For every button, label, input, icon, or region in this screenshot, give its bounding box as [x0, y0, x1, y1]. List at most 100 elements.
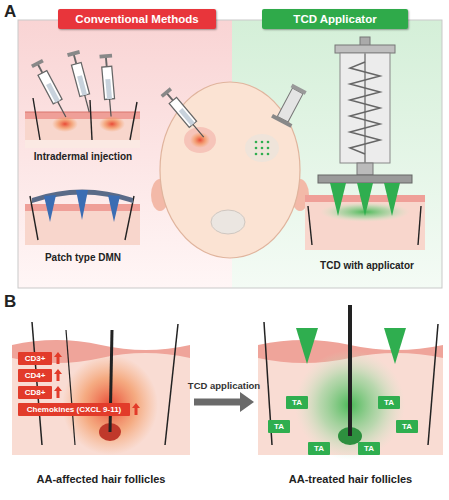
applicator-device-shape [330, 183, 346, 216]
intradermal-skin-shape [99, 116, 125, 132]
drug-tag: TA [308, 442, 330, 455]
increase-arrow-shape [54, 352, 62, 364]
patch-dmn-skin-shape [30, 196, 38, 240]
marker-tag: CD8+ [18, 386, 52, 399]
intradermal-skin-shape [31, 59, 71, 120]
drug-tag: TA [268, 420, 290, 433]
affected-skin-shape [66, 330, 75, 445]
node-text: TA [358, 442, 380, 455]
treated-skin [258, 305, 443, 460]
panel-letter: B [4, 292, 24, 312]
node-text: TA [286, 396, 308, 409]
drug-tag: TA [378, 396, 400, 409]
panel-letter: A [4, 2, 24, 22]
increase-arrow [54, 386, 62, 398]
node-text: CD8+ [18, 386, 52, 399]
intradermal-skin-shape [67, 50, 95, 114]
intradermal-skin-shape [25, 112, 140, 113]
increase-arrow [132, 403, 140, 415]
affected-skin-shape [165, 324, 178, 445]
affected-skin-shape [12, 350, 190, 455]
head-shape [267, 141, 270, 144]
intradermal-skin-shape [25, 112, 140, 119]
head-shape [261, 147, 264, 150]
affected-skin [12, 322, 190, 455]
head-shape [261, 141, 264, 144]
method-header: Conventional Methods [58, 9, 216, 29]
head-shape-shape [291, 84, 307, 95]
increase-arrow-shape [54, 369, 62, 381]
node-text: Chemokines (CXCL 9-11) [18, 403, 130, 416]
applicator-device-shape [335, 45, 395, 53]
node-text: AA-treated hair follicles [258, 472, 443, 486]
node-text: Conventional Methods [58, 9, 216, 29]
applicator-device-shape [308, 206, 312, 245]
skin-panel: AA-affected hair follicles CD3+ CD4+ CD8+ Ch… [12, 318, 190, 486]
applicator-device-shape [357, 163, 373, 175]
head-shape [184, 127, 216, 153]
applicator-device-shape [384, 183, 400, 216]
head-shape-shape [271, 114, 292, 128]
panel-a-background-shape [18, 20, 442, 288]
marker-tag: Chemokines (CXCL 9-11) [18, 403, 130, 416]
increase-arrow [54, 369, 62, 381]
head [151, 82, 309, 258]
intradermal-skin-shape [25, 140, 140, 148]
flow-arrow-head [240, 392, 254, 412]
head-shape [267, 147, 270, 150]
head-shape [255, 141, 258, 144]
method-label: Intradermal injection [18, 151, 148, 162]
applicator-device [305, 37, 425, 250]
edge-label: TCD application [188, 380, 260, 391]
head-shape-shape [277, 88, 303, 122]
intradermal-skin-shape [99, 54, 117, 117]
flow-arrow [194, 392, 254, 412]
affected-skin-shape [110, 330, 112, 432]
intradermal-skin-shape [52, 116, 78, 132]
treated-skin-shape [296, 328, 318, 364]
drug-tag: TA [396, 420, 418, 433]
flow-arrow-shaft [194, 399, 242, 406]
method-label: TCD with applicator [302, 260, 432, 271]
node-text: TA [268, 420, 290, 433]
treated-skin-shape [428, 324, 438, 445]
skin-panel: AA-treated hair follicles TA TA TA TA TA TA [258, 318, 443, 486]
head-shape [271, 82, 309, 128]
head-shape [245, 134, 279, 162]
intradermal-skin-shape [33, 98, 40, 140]
head-shape [190, 132, 210, 148]
head-shape [161, 87, 209, 141]
drug-tag: TA [358, 442, 380, 455]
applicator-device-shape [357, 183, 373, 216]
increase-arrow [54, 352, 62, 364]
head-shape [160, 82, 300, 258]
patch-dmn-skin-shape [76, 190, 88, 220]
panel-a-background [18, 20, 442, 288]
method-label: Patch type DMN [18, 252, 148, 263]
affected-skin-shape [32, 322, 42, 445]
node-text: CD3+ [18, 352, 52, 365]
node-text: TCD Applicator [262, 9, 408, 29]
head-shape [255, 147, 258, 150]
head-shape [261, 153, 264, 156]
node-text: TA [396, 420, 418, 433]
node-text: TA [378, 396, 400, 409]
intradermal-skin-shape [90, 100, 92, 140]
marker-tag: CD4+ [18, 369, 52, 382]
applicator-device-shape [418, 206, 421, 245]
method-header: TCD Applicator [262, 9, 408, 29]
drug-tag: TA [286, 396, 308, 409]
intradermal-skin [25, 50, 140, 148]
head-shape [211, 210, 245, 234]
treated-skin-shape [384, 328, 406, 364]
node-text: AA-affected hair follicles [12, 472, 190, 486]
node-text: TA [308, 442, 330, 455]
applicator-device-shape [318, 175, 412, 183]
patch-dmn-skin-shape [44, 195, 56, 222]
marker-tag: CD3+ [18, 352, 52, 365]
increase-arrow-shape [54, 386, 62, 398]
intradermal-skin-shape [130, 102, 137, 140]
